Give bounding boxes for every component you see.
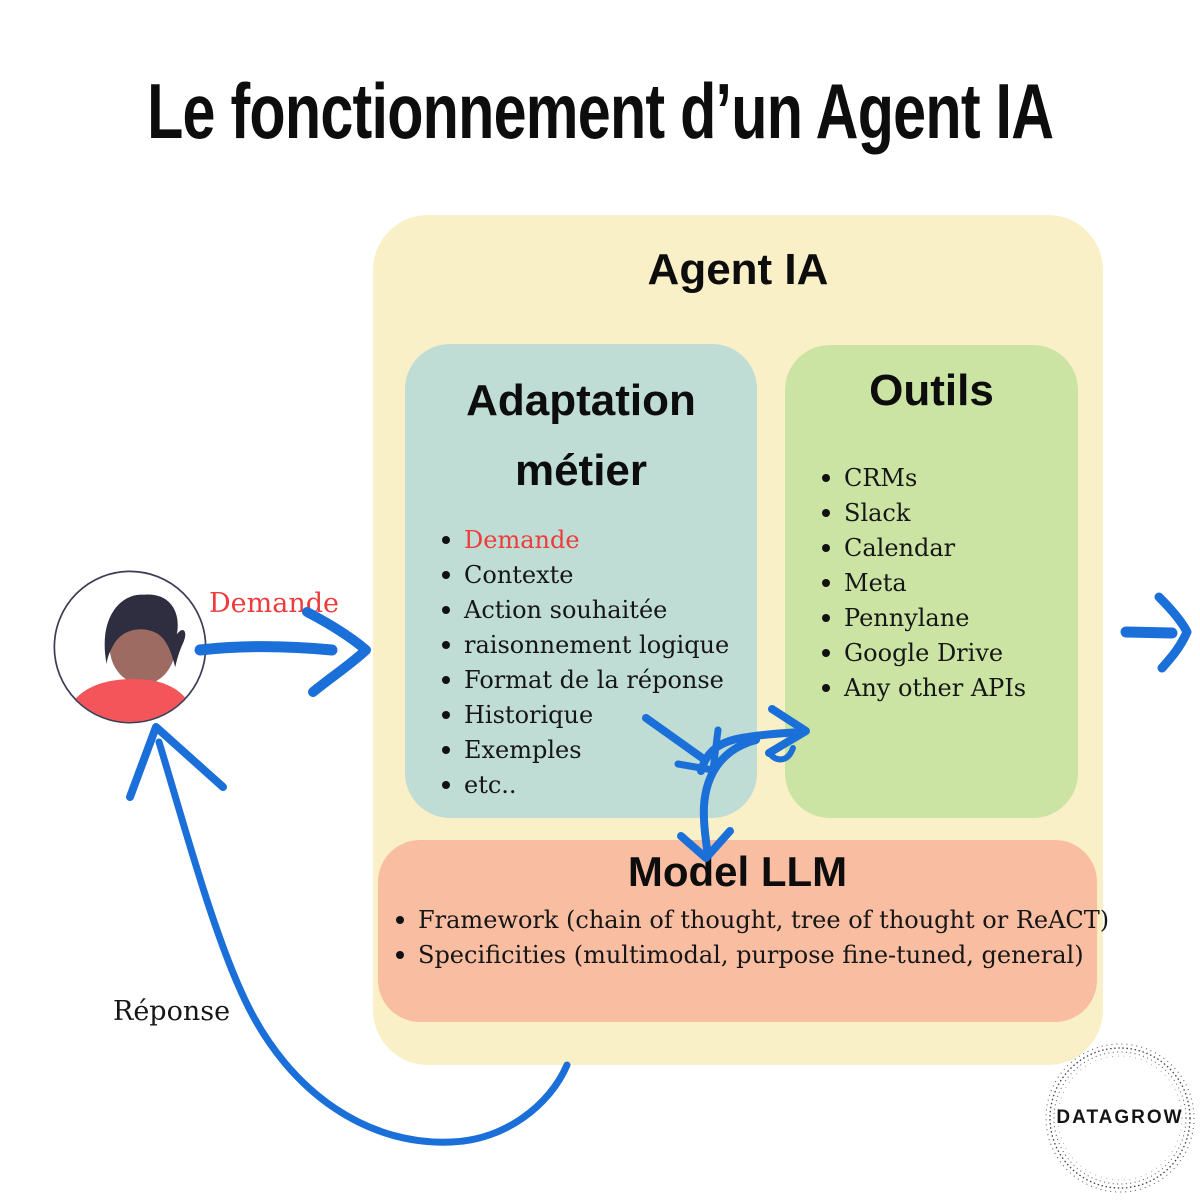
list-item: Contexte (438, 557, 729, 592)
list-item: Exemples (438, 732, 729, 767)
bullet-icon (442, 745, 450, 754)
list-item: Specificities (multimodal, purpose fine-… (392, 937, 1109, 972)
bullet-icon (822, 543, 830, 552)
list-item: Demande (438, 522, 729, 557)
bullet-icon (442, 570, 450, 579)
list-item: Format de la réponse (438, 662, 729, 697)
bullet-icon (822, 683, 830, 692)
outils-box: Outils (785, 345, 1078, 818)
bullet-icon (822, 648, 830, 657)
outils-list: CRMs Slack Calendar Meta Pennylane Googl… (818, 460, 1026, 705)
datagrow-logo: DATAGROW (1040, 1038, 1200, 1198)
demande-label: Demande (209, 588, 339, 619)
list-item: Action souhaitée (438, 592, 729, 627)
list-item: raisonnement logique (438, 627, 729, 662)
user-avatar (53, 570, 207, 724)
list-item: Framework (chain of thought, tree of tho… (392, 902, 1109, 937)
reponse-arrow-head (126, 723, 227, 801)
model-llm-title: Model LLM (627, 848, 848, 895)
bullet-icon (822, 578, 830, 587)
bullet-icon (442, 640, 450, 649)
list-item: Historique (438, 697, 729, 732)
adaptation-list: Demande Contexte Action souhaitée raison… (438, 522, 729, 802)
bullet-icon (442, 605, 450, 614)
list-item: Slack (818, 495, 1026, 530)
bullet-icon (442, 780, 450, 789)
list-item: etc.. (438, 767, 729, 802)
bullet-icon (442, 535, 450, 544)
model-llm-list: Framework (chain of thought, tree of tho… (392, 902, 1109, 972)
page-title: Le fonctionnement d’un Agent IA (146, 66, 1054, 155)
avatar-hair (104, 594, 186, 668)
bullet-icon (822, 473, 830, 482)
list-item: Meta (818, 565, 1026, 600)
outils-title: Outils (869, 366, 994, 415)
list-item: Google Drive (818, 635, 1026, 670)
list-item: CRMs (818, 460, 1026, 495)
datagrow-logo-text: DATAGROW (1056, 1107, 1184, 1128)
output-arrow-head (1154, 592, 1192, 673)
bullet-icon (442, 675, 450, 684)
bullet-icon (822, 613, 830, 622)
bullet-icon (396, 950, 404, 959)
list-item: Pennylane (818, 600, 1026, 635)
agent-ia-title: Agent IA (647, 245, 829, 294)
list-item: Calendar (818, 530, 1026, 565)
stippled-ring-icon (1045, 1043, 1195, 1193)
demande-arrow-head (302, 607, 371, 697)
reponse-label: Réponse (113, 996, 231, 1027)
bullet-icon (442, 710, 450, 719)
bullet-icon (396, 915, 404, 924)
output-arrow-shaft (1120, 626, 1178, 639)
list-item: Any other APIs (818, 670, 1026, 705)
bullet-icon (822, 508, 830, 517)
adaptation-metier-title: Adaptation métier (466, 376, 696, 496)
demande-arrow-shaft (194, 641, 338, 656)
